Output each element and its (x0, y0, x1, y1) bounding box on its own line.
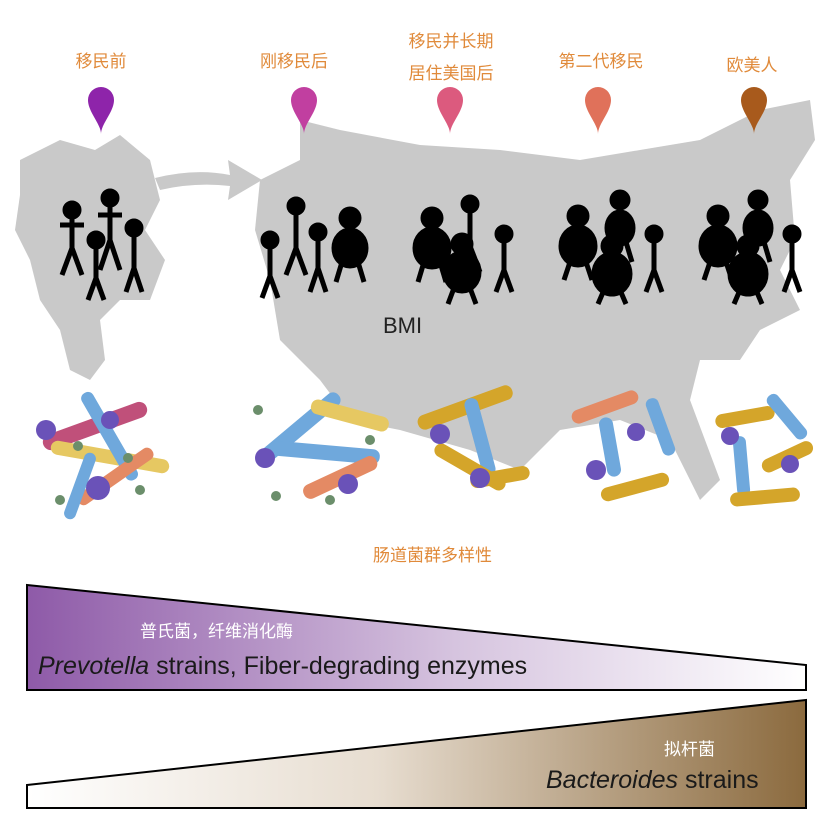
prevotella-rest: strains, Fiber-degrading enzymes (149, 652, 528, 680)
prevotella-label-cn: 普氏菌，纤维消化酶 (140, 622, 293, 642)
map-pin-icon (291, 87, 317, 134)
bacteria-icon (36, 385, 814, 520)
bacteroides-italic: Bacteroides (546, 766, 679, 794)
stage-label-recent: 刚移民后 (260, 52, 328, 72)
map-pin-icon (741, 87, 767, 134)
stage-label-european: 欧美人 (726, 56, 778, 76)
map-pin-icon (88, 87, 114, 134)
arrow-right-icon (155, 160, 262, 200)
bacteroides-label-en: Bacteroides strains (546, 766, 759, 795)
stage-label-longterm: 移民并长期 居住美国后 (408, 32, 494, 84)
prevotella-italic: Prevotella (38, 652, 150, 680)
stage-label-second-gen: 第二代移民 (558, 52, 644, 72)
thailand-map (15, 135, 165, 380)
diversity-label: 肠道菌群多样性 (373, 546, 492, 566)
prevotella-wedge (26, 583, 807, 691)
map-pin-icon (437, 87, 463, 134)
person-icon (59, 188, 803, 305)
bacteroides-wedge (26, 698, 807, 809)
bacteroides-rest: strains (678, 766, 759, 794)
us-map (255, 100, 815, 500)
stage-label-pre: 移民前 (75, 52, 127, 72)
bmi-label: BMI (383, 313, 423, 338)
bacteroides-label-cn: 拟杆菌 (664, 740, 715, 760)
map-pin-icon (585, 87, 611, 134)
prevotella-label-en: Prevotella strains, Fiber-degrading enzy… (38, 652, 527, 681)
